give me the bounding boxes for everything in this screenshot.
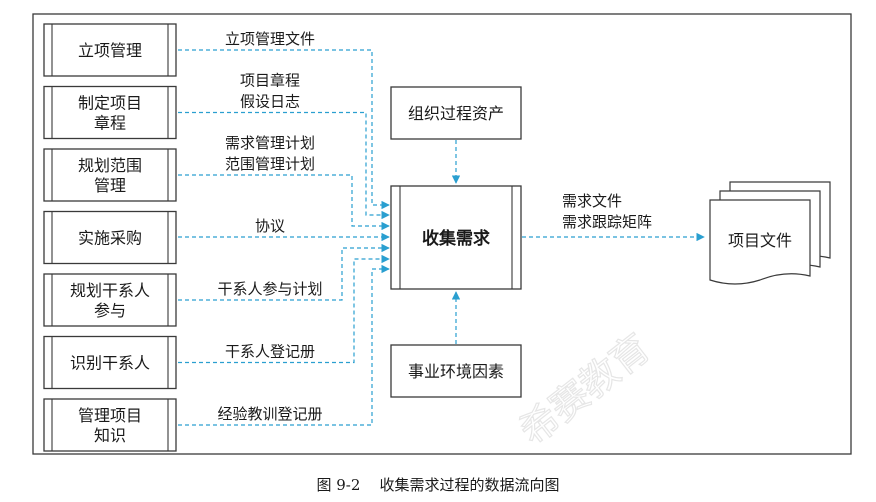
input-flow-2: [178, 111, 390, 220]
input-flow-6: [178, 254, 390, 364]
input-flow-6-label-1: 干系人登记册: [225, 343, 315, 361]
input-box-2-label-2: 章程: [94, 114, 126, 133]
input-flow-5-label-1: 干系人参与计划: [217, 280, 322, 298]
input-flow-7: [178, 264, 390, 426]
input-flow-2-label-1: 项目章程: [240, 72, 300, 90]
output-flow-label-1: 需求文件: [562, 192, 622, 210]
output-flow-label-2: 需求跟踪矩阵: [562, 213, 652, 231]
input-box-1-label-1: 立项管理: [78, 41, 142, 60]
input-flow-7-label-1: 经验教训登记册: [217, 405, 322, 423]
input-box-7-label-2: 知识: [94, 426, 126, 445]
input-flow-3: [178, 174, 390, 231]
input-box-5-label-2: 参与: [94, 301, 126, 320]
input-flow-3-label-2: 范围管理计划: [225, 155, 315, 173]
project-documents-label: 项目文件: [728, 231, 792, 250]
input-flow-1: [178, 49, 390, 210]
input-box-7: [43, 398, 177, 452]
input-box-2-label-1: 制定项目: [78, 94, 142, 113]
input-box-3: [43, 148, 177, 202]
input-box-3-label-1: 规划范围: [78, 156, 142, 175]
enterprise-environment-box: [390, 344, 522, 398]
input-box-6: [43, 335, 177, 390]
collect-requirements-box: [390, 185, 522, 290]
input-box-7-label-1: 管理项目: [78, 406, 142, 425]
input-flows: 立项管理文件项目章程假设日志需求管理计划范围管理计划协议干系人参与计划干系人登记…: [178, 30, 390, 426]
project-documents-shape: [709, 181, 831, 285]
figure-caption: 图 9-2 收集需求过程的数据流向图: [317, 476, 560, 494]
input-box-4-label-1: 实施采购: [78, 229, 142, 248]
org-process-assets-box: [390, 86, 522, 140]
enterprise-environment-label: 事业环境因素: [408, 362, 504, 381]
input-box-5-label-1: 规划干系人: [70, 281, 150, 300]
input-box-5: [43, 273, 177, 327]
org-process-assets-label: 组织过程资产: [408, 104, 504, 123]
watermark: 希赛教育: [511, 325, 658, 453]
input-box-4: [43, 210, 177, 265]
input-flow-5: [178, 243, 390, 301]
input-flow-2-label-2: 假设日志: [240, 93, 300, 111]
input-flow-1-label-1: 立项管理文件: [225, 30, 315, 48]
outer-frame: [32, 13, 852, 455]
input-box-1: [43, 23, 177, 77]
input-box-3-label-2: 管理: [94, 176, 126, 195]
input-box-6-label-1: 识别干系人: [70, 354, 150, 373]
collect-requirements-label: 收集需求: [422, 228, 490, 249]
input-flow-3-label-1: 需求管理计划: [225, 134, 315, 152]
input-flow-4-label-1: 协议: [255, 217, 285, 235]
input-box-2: [43, 85, 177, 140]
